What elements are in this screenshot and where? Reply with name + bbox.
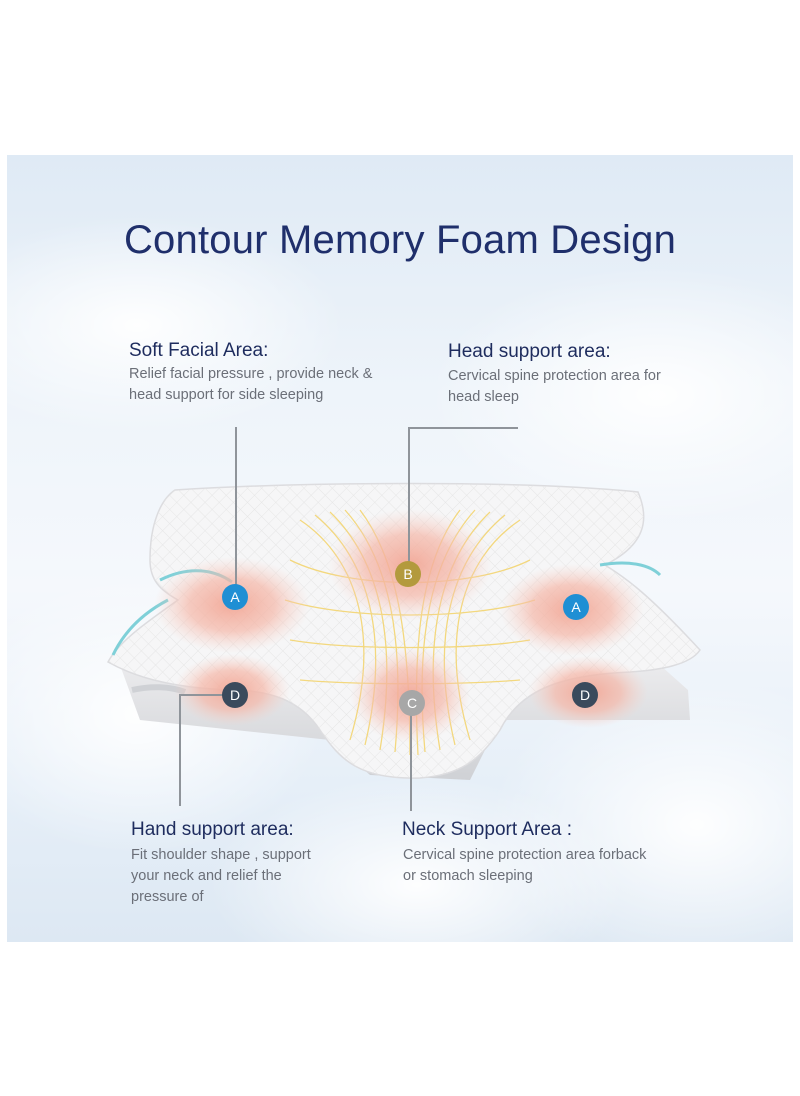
badge-d-right: D (572, 682, 598, 708)
hand-support-desc-line: pressure of (131, 889, 204, 905)
connector-line-soft-facial (235, 427, 237, 585)
head-support-desc-line: Cervical spine protection area for (448, 368, 661, 384)
neck-support-desc: Cervical spine protection area forback o… (403, 845, 646, 887)
connector-line-head-support-h (408, 427, 518, 429)
hand-support-heading: Hand support area: (131, 819, 294, 840)
connector-line-hand-support-v (179, 694, 181, 806)
page-title: Contour Memory Foam Design (123, 218, 677, 262)
hand-support-desc: Fit shoulder shape , support your neck a… (131, 845, 311, 908)
soft-facial-desc: Relief facial pressure , provide neck & … (129, 364, 372, 406)
neck-support-heading: Neck Support Area : (402, 819, 573, 840)
hand-support-desc-line: Fit shoulder shape , support (131, 847, 311, 863)
head-support-desc-line: head sleep (448, 389, 519, 405)
neck-support-desc-line: or stomach sleeping (403, 868, 533, 884)
badge-d-left: D (222, 682, 248, 708)
badge-c: C (399, 690, 425, 716)
connector-line-hand-support-h (179, 694, 223, 696)
badge-a-right: A (563, 594, 589, 620)
badge-b: B (395, 561, 421, 587)
badge-a-left: A (222, 584, 248, 610)
head-support-heading: Head support area: (448, 341, 611, 362)
soft-facial-desc-line: head support for side sleeping (129, 387, 324, 403)
hand-support-desc-line: your neck and relief the (131, 868, 282, 884)
neck-support-desc-line: Cervical spine protection area forback (403, 847, 647, 863)
connector-line-neck-support (410, 715, 412, 811)
connector-line-head-support-v (408, 427, 410, 563)
soft-facial-heading: Soft Facial Area: (129, 340, 269, 361)
soft-facial-desc-line: Relief facial pressure , provide neck & (129, 366, 373, 382)
head-support-desc: Cervical spine protection area for head … (448, 366, 661, 408)
